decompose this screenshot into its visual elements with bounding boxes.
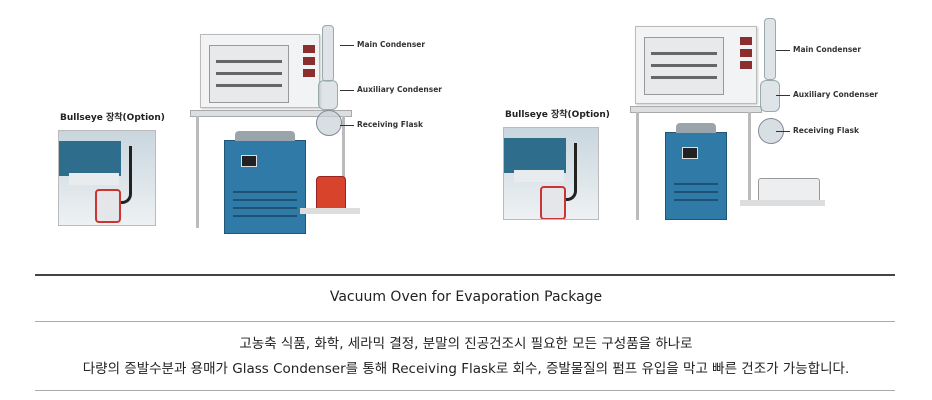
label-main-condenser: Main Condenser <box>340 40 425 49</box>
divider-middle <box>35 321 895 322</box>
bullseye-label: Bullseye 장착(Option) <box>60 113 165 124</box>
bullseye-label: Bullseye 장착(Option) <box>505 110 610 121</box>
oven-stand <box>630 106 762 113</box>
receiving-flask <box>316 110 342 136</box>
oven-stand <box>190 110 352 117</box>
vacuum-pump <box>758 178 820 204</box>
main-condenser <box>764 18 776 80</box>
description-line-1: 고농축 식품, 화학, 세라믹 결정, 분말의 진공건조시 필요한 모든 구성품… <box>239 336 693 352</box>
label-main-condenser: Main Condenser <box>776 45 861 54</box>
divider-top <box>35 274 895 276</box>
divider-bottom <box>35 390 895 391</box>
label-auxiliary-condenser: Auxiliary Condenser <box>340 85 442 94</box>
label-receiving-flask: Receiving Flask <box>776 126 859 135</box>
chiller-unit <box>665 123 727 220</box>
label-receiving-flask: Receiving Flask <box>340 120 423 129</box>
vacuum-oven <box>635 26 757 104</box>
bullseye-detail-image <box>503 127 599 220</box>
vacuum-oven <box>200 34 320 108</box>
package-title: Vacuum Oven for Evaporation Package <box>329 289 603 305</box>
chiller-unit <box>224 131 306 234</box>
vacuum-pump <box>316 176 346 212</box>
description-line-2: 다량의 증발수분과 용매가 Glass Condenser를 통해 Receiv… <box>82 361 850 377</box>
auxiliary-condenser <box>318 80 338 110</box>
label-auxiliary-condenser: Auxiliary Condenser <box>776 90 878 99</box>
bullseye-detail-image <box>58 130 156 226</box>
main-condenser <box>322 25 334 82</box>
